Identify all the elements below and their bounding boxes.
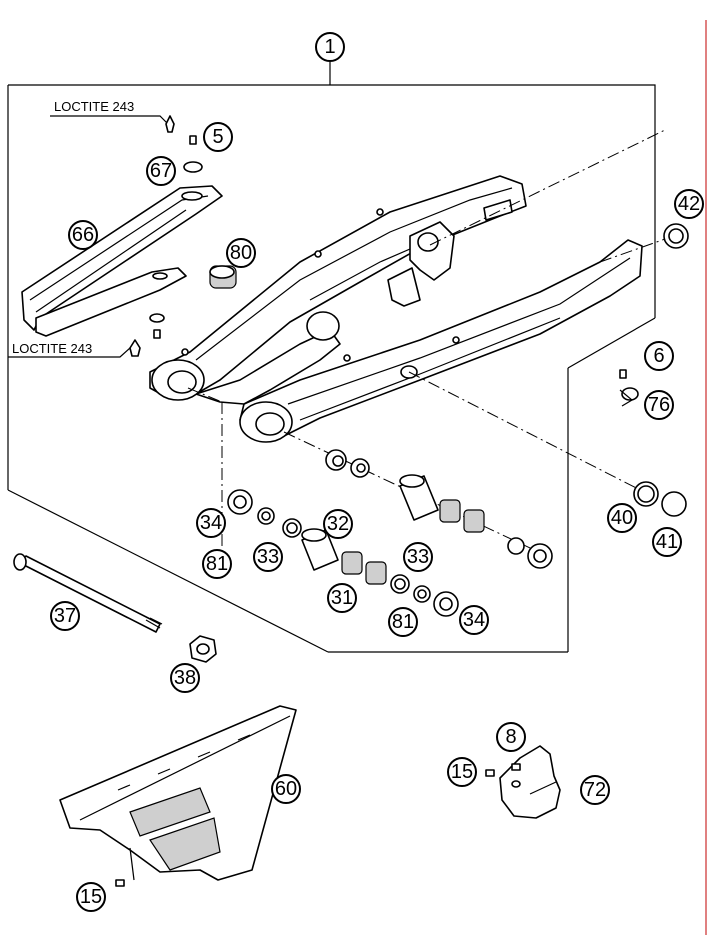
- callout-60: 60: [271, 774, 301, 804]
- callout-40: 40: [607, 503, 637, 533]
- callout-72: 72: [580, 775, 610, 805]
- callout-67: 67: [146, 156, 176, 186]
- loctite-label-bottom: LOCTITE 243: [12, 341, 92, 356]
- svg-text:38: 38: [174, 667, 196, 689]
- svg-text:66: 66: [72, 224, 94, 246]
- assembly-axis-lines: [187, 129, 669, 570]
- svg-text:31: 31: [331, 587, 353, 609]
- slider-screws: [129, 115, 203, 357]
- callout-31: 31: [327, 583, 357, 613]
- callout-15-bottom: 15: [76, 882, 106, 912]
- svg-text:34: 34: [463, 609, 485, 631]
- swingarm-part: [149, 175, 643, 443]
- svg-text:80: 80: [230, 242, 252, 264]
- svg-text:33: 33: [407, 546, 429, 568]
- bearing-set-lower: [227, 489, 459, 617]
- chain-slider-part: [21, 185, 223, 337]
- callout-1: 1: [315, 32, 345, 62]
- svg-text:33: 33: [257, 546, 279, 568]
- callout-32: 32: [323, 509, 353, 539]
- callout-76: 76: [644, 390, 674, 420]
- callout-38: 38: [170, 663, 200, 693]
- callout-15-top: 15: [447, 757, 477, 787]
- callout-33-left: 33: [253, 542, 283, 572]
- svg-text:37: 37: [54, 605, 76, 627]
- svg-text:72: 72: [584, 779, 606, 801]
- svg-text:81: 81: [392, 611, 414, 633]
- callout-42: 42: [674, 189, 704, 219]
- guide-bracket-part: [485, 745, 561, 819]
- svg-text:6: 6: [653, 345, 664, 367]
- svg-text:76: 76: [648, 394, 670, 416]
- callout-34-right: 34: [459, 605, 489, 635]
- svg-text:41: 41: [656, 531, 678, 553]
- svg-text:1: 1: [324, 36, 335, 58]
- callout-80: 80: [226, 238, 256, 268]
- callout-37: 37: [50, 601, 80, 631]
- callout-34-left: 34: [196, 508, 226, 538]
- assembly-bracket: [7, 62, 656, 653]
- svg-text:15: 15: [80, 886, 102, 908]
- callout-41: 41: [652, 527, 682, 557]
- loctite-label-top: LOCTITE 243: [54, 99, 134, 114]
- chain-guard-part: [59, 705, 297, 881]
- callout-5: 5: [203, 122, 233, 152]
- bearing-set-upper: [325, 449, 553, 569]
- axle-part: [13, 553, 163, 633]
- callout-81-left: 81: [202, 549, 232, 579]
- svg-text:15: 15: [451, 761, 473, 783]
- nut-part: [189, 635, 217, 663]
- callout-81-right: 81: [388, 607, 418, 637]
- screw-15b-part: [115, 879, 125, 887]
- svg-text:32: 32: [327, 513, 349, 535]
- svg-text:40: 40: [611, 507, 633, 529]
- caps-parts: [633, 223, 689, 517]
- svg-text:5: 5: [212, 126, 223, 148]
- callout-8: 8: [496, 722, 526, 752]
- svg-text:42: 42: [678, 193, 700, 215]
- svg-text:67: 67: [150, 160, 172, 182]
- svg-text:34: 34: [200, 512, 222, 534]
- svg-text:60: 60: [275, 778, 297, 800]
- screw-clamp-parts: [619, 369, 639, 407]
- svg-text:8: 8: [505, 726, 516, 748]
- svg-text:81: 81: [206, 553, 228, 575]
- callout-66: 66: [68, 220, 98, 250]
- callout-33-right: 33: [403, 542, 433, 572]
- callout-6: 6: [644, 341, 674, 371]
- bushing-80-part: [209, 265, 237, 289]
